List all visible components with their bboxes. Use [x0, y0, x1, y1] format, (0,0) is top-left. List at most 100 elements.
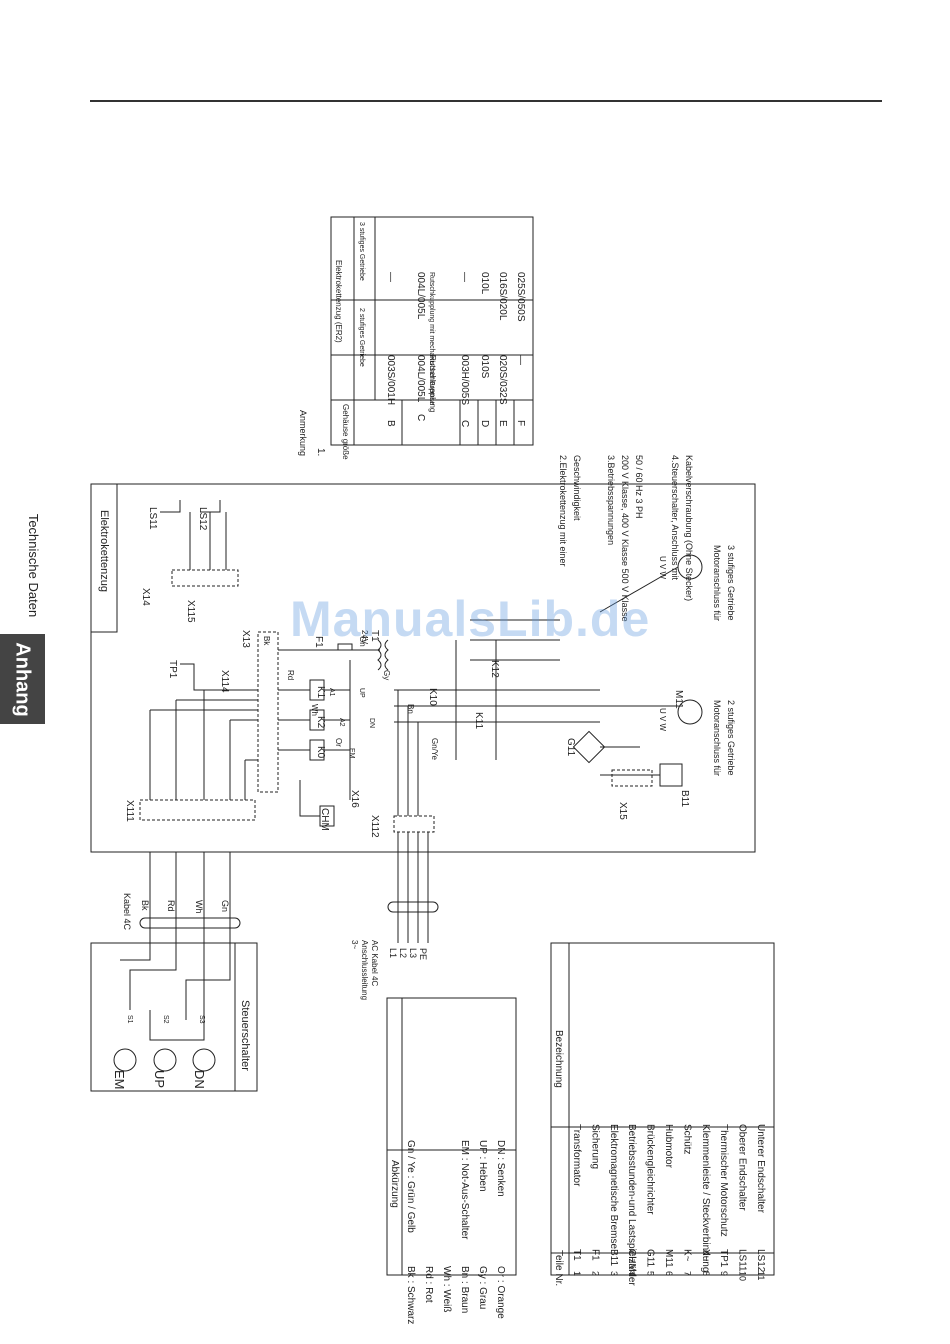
- parts-row-number: 9: [719, 1271, 729, 1276]
- enclosure-label-box: [90, 483, 118, 633]
- coil-tag: A1: [328, 688, 335, 697]
- brake-b11: [659, 763, 683, 787]
- notes-row-2stage: 003H/005S: [459, 355, 470, 405]
- terminal-x112: X112: [369, 815, 380, 838]
- parts-table-frame: [550, 942, 775, 1276]
- notes-table-frame: [330, 216, 534, 446]
- parts-row-code: CHM: [626, 1249, 637, 1272]
- abbrev-left: Bn : Braun: [459, 1266, 470, 1313]
- parts-row-code: X~: [700, 1249, 711, 1262]
- terminal-x13: X13: [240, 630, 251, 648]
- cable-wire-wh: Wh: [194, 900, 204, 914]
- terminal-x115: X115: [185, 600, 196, 623]
- supply-phase-l2: L2: [398, 948, 408, 958]
- terminal-x111: [139, 799, 256, 821]
- component-k2: K2: [315, 716, 326, 729]
- notes-item-line: 3.Betriebsspannungen: [606, 455, 616, 545]
- diagram-lines: [90, 216, 775, 1276]
- terminal-x16: X16: [349, 790, 360, 808]
- parts-row-desc: Elektromagnetische Bremse: [608, 1124, 619, 1249]
- supply-label-line: Anschlussleitung: [360, 940, 369, 1000]
- motor-terminals-2: U V W: [658, 708, 667, 732]
- wire-color-rd: Rd: [286, 670, 295, 680]
- parts-row-number: 3: [609, 1271, 619, 1276]
- cable-wire-bk: Bk: [140, 900, 150, 911]
- parts-row-number: 7: [682, 1271, 692, 1276]
- cable-label: Kabel 4C: [122, 893, 132, 931]
- terminal-x15: X15: [617, 802, 628, 820]
- parts-row-code: B11: [608, 1249, 619, 1266]
- notes-item-line: Kabelverschraubung (Ohne Stecker): [684, 455, 694, 601]
- coil-tag: EM: [348, 748, 355, 759]
- supply-phase-l3: L3: [408, 948, 418, 958]
- motor-2-label: Motoranschluss für: [712, 700, 722, 776]
- terminal-x14: [171, 569, 239, 587]
- abbreviation-table-frame: [386, 997, 517, 1276]
- parts-row-desc: Transformator: [571, 1124, 582, 1187]
- notes-row-housing: D: [479, 420, 490, 427]
- pendant-button-em: EM: [112, 1070, 127, 1090]
- transformer-t1: [377, 639, 382, 671]
- parts-row-code: K~: [681, 1249, 692, 1262]
- component-m11: M11: [673, 690, 684, 709]
- cable-sheath: [139, 917, 241, 929]
- terminal-x111: X111: [124, 800, 135, 822]
- cable-wire-gn: Gn: [220, 900, 230, 912]
- component-t1: T1: [369, 630, 380, 642]
- parts-row-desc: Schütz: [681, 1124, 692, 1155]
- component-f1: F1: [313, 636, 324, 648]
- fuse-f1: [337, 643, 353, 651]
- component-chm: CHM: [319, 808, 330, 831]
- parts-row-code: TP1: [718, 1249, 729, 1268]
- abbrev-right: DN : Senken: [495, 1140, 506, 1197]
- supply-label-line: AC Kabel 4C: [370, 940, 379, 986]
- pendant-button-dn: DN: [192, 1070, 207, 1089]
- parts-row-desc: Thermischer Motorschutz: [718, 1124, 729, 1237]
- notes-item-line: Geschwindigkeit: [572, 455, 582, 521]
- wire-color-bn: Bn: [406, 704, 415, 714]
- wire-color-bk: Bk: [262, 636, 271, 646]
- rectifier-g11: [572, 730, 606, 764]
- notes-header-3stage: 3 stufiges Getriebe: [358, 222, 365, 281]
- abbrev-left: Bk : Schwarz: [405, 1266, 416, 1324]
- parts-row-code: LS11: [737, 1249, 748, 1272]
- notes-row-2stage: 020S/032S: [497, 355, 508, 405]
- pendant-switch-s3: S3: [198, 1015, 205, 1024]
- parts-row-desc: Brückengleichrichter: [645, 1124, 656, 1215]
- component-b11: B11: [679, 790, 690, 807]
- cable-wire-rd: Rd: [166, 900, 176, 912]
- em-button-circle: [113, 1048, 137, 1072]
- component-k1: K1: [315, 686, 326, 699]
- terminal-x114: X114: [219, 670, 230, 693]
- wire-color-gy: Gy: [382, 670, 391, 680]
- header-rule: [90, 100, 882, 102]
- notes-item-line: 200 V Klasse, 400 V Klasse 500 V Klasse: [620, 455, 630, 622]
- component-g11: G11: [565, 738, 576, 757]
- supply-phase-l1: L1: [388, 948, 398, 958]
- notes-row-3stage: 016S/020L: [497, 272, 508, 321]
- abbrev-right: UP : Heben: [477, 1140, 488, 1192]
- motor-2-label: 2 stufiges Getriebe: [726, 700, 736, 776]
- notes-row-housing: B: [385, 420, 396, 427]
- notes-row-3stage: —: [459, 272, 470, 282]
- component-tp1: TP1: [167, 660, 178, 679]
- dn-button-circle: [192, 1048, 216, 1072]
- parts-row-desc: Oberer Endschalter: [737, 1124, 748, 1211]
- enclosure-label: Elektrokettenzug: [98, 510, 110, 592]
- notes-row-2stage: 010S: [479, 355, 490, 379]
- notes-item-line: 4.Steuerschalter, Anschluss mit: [670, 455, 680, 581]
- abbrev-title: Abkürzung: [389, 1160, 400, 1208]
- notes-row-housing: C: [459, 420, 470, 427]
- transformer-voltage: 24V: [360, 630, 369, 645]
- parts-row-number: 8: [701, 1271, 711, 1276]
- motor-3-label: Motoranschluss für: [712, 545, 722, 621]
- up-button-circle: [153, 1048, 177, 1072]
- motor-terminals-3: U V W: [658, 556, 667, 580]
- notes-row-3stage: Rutschkupplung mit mechanischer Bremse: [428, 272, 435, 405]
- notes-row-3stage: 010L: [479, 272, 490, 295]
- parts-row-code: F1: [589, 1249, 600, 1261]
- notes-header-er2: Elektrokettenzug (ER2): [334, 260, 343, 343]
- abbrev-right: EM : Not-Aus-Schalter: [459, 1140, 470, 1240]
